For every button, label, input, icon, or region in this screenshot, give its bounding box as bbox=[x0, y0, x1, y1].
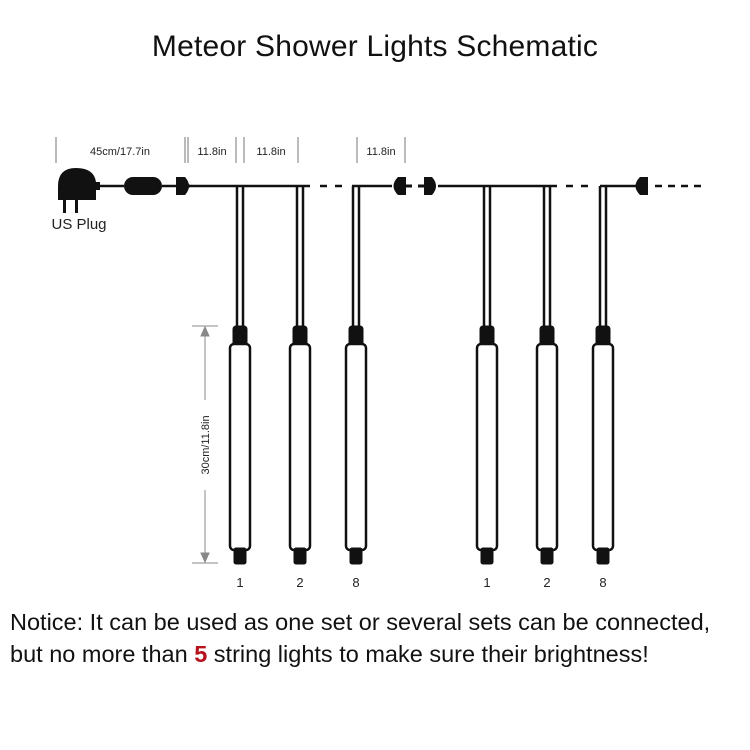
tube bbox=[228, 186, 252, 565]
diagram-title: Meteor Shower Lights Schematic bbox=[151, 30, 599, 63]
dimension-ticks bbox=[55, 137, 406, 163]
connector-female-set1 bbox=[393, 177, 412, 195]
tube-number: 1 bbox=[236, 575, 243, 590]
tube bbox=[591, 186, 615, 565]
tube-number: 1 bbox=[483, 575, 490, 590]
us-plug-label: US Plug bbox=[51, 216, 106, 233]
notice-highlight-number: 5 bbox=[194, 641, 208, 667]
power-adapter bbox=[124, 177, 162, 195]
us-plug bbox=[58, 168, 100, 213]
dim-spacing-3: 11.8in bbox=[366, 146, 395, 158]
tube bbox=[288, 186, 312, 565]
connector-male-1 bbox=[176, 177, 190, 195]
dim-spacing-2: 11.8in bbox=[256, 146, 285, 158]
tube-set-1 bbox=[228, 186, 368, 565]
dim-plug-cord: 45cm/17.7in bbox=[90, 146, 150, 158]
tube bbox=[344, 186, 368, 565]
schematic-diagram: 45cm/17.7in 11.8in 11.8in 11.8in US Plug bbox=[51, 137, 701, 590]
connector-end bbox=[635, 177, 648, 195]
notice-text: Notice: It can be used as one set or sev… bbox=[10, 606, 745, 670]
tube bbox=[535, 186, 559, 565]
tube-set-2 bbox=[475, 186, 615, 565]
tube-number: 2 bbox=[543, 575, 550, 590]
tube-number: 2 bbox=[296, 575, 303, 590]
tube-length-dimension bbox=[192, 325, 218, 564]
tube-number: 8 bbox=[599, 575, 606, 590]
dim-spacing-1: 11.8in bbox=[197, 146, 226, 158]
dim-tube-length: 30cm/11.8in bbox=[200, 415, 212, 474]
tube bbox=[475, 186, 499, 565]
notice-text-before: Notice: It can be used as one set or sev… bbox=[10, 609, 711, 667]
notice-text-after: string lights to make sure their brightn… bbox=[207, 641, 649, 667]
connector-male-set2 bbox=[418, 177, 436, 195]
tube-number: 8 bbox=[352, 575, 359, 590]
